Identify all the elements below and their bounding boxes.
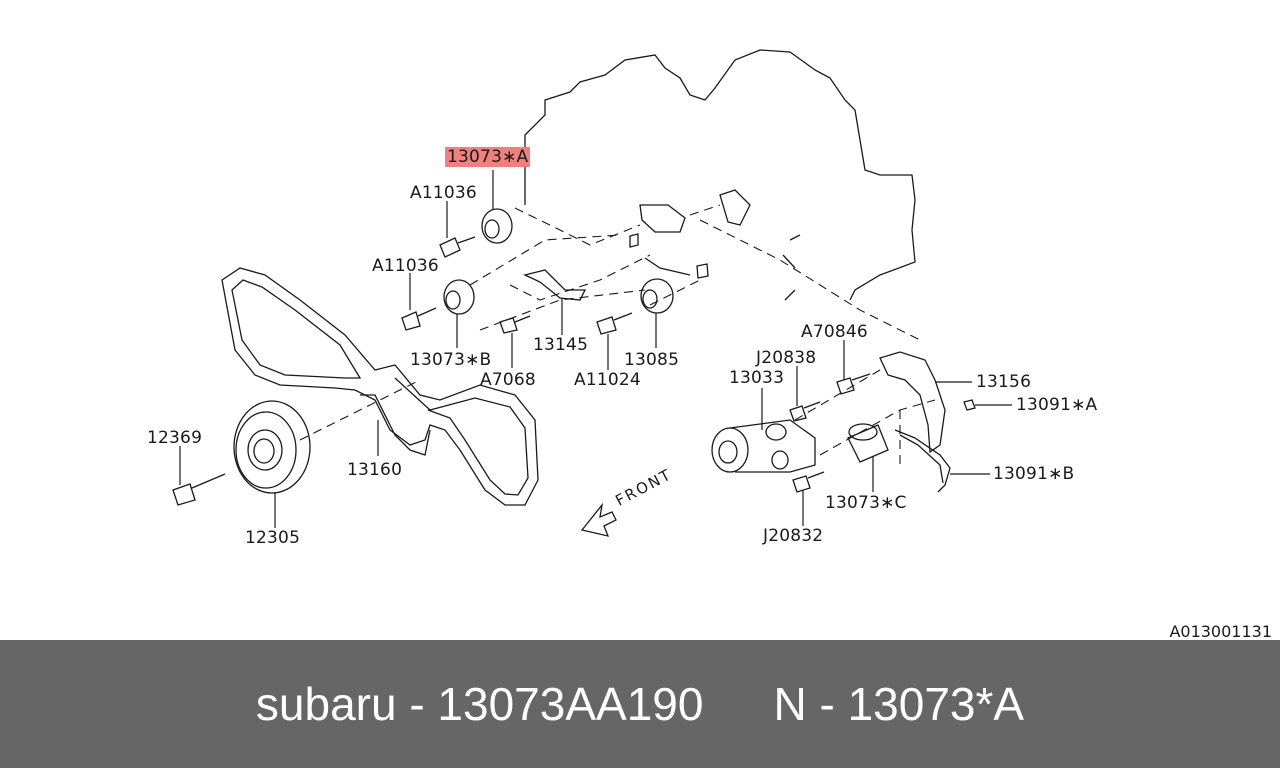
footer-banner: subaru - 13073AA190 N - 13073*A: [0, 640, 1280, 768]
callout-13160[interactable]: 13160: [347, 460, 403, 480]
diagram-drawing: [172, 49, 1012, 537]
callout-13073-b[interactable]: 13073∗B: [410, 350, 492, 370]
callout-j20838[interactable]: J20838: [756, 348, 817, 368]
callout-12305[interactable]: 12305: [245, 528, 301, 548]
callout-13085[interactable]: 13085: [624, 350, 680, 370]
callout-a11036-upper[interactable]: A11036: [410, 183, 477, 203]
callout-a70846[interactable]: A70846: [801, 322, 868, 342]
footer-reference: N - 13073*A: [773, 678, 1025, 730]
callout-12369[interactable]: 12369: [147, 428, 203, 448]
callout-j20832[interactable]: J20832: [763, 526, 824, 546]
footer-text: subaru - 13073AA190 N - 13073*A: [256, 677, 1024, 731]
callout-13091-a[interactable]: 13091∗A: [1016, 395, 1098, 415]
footer-part-number: subaru - 13073AA190: [255, 678, 704, 730]
callout-13145[interactable]: 13145: [533, 335, 589, 355]
callout-a11036-lower[interactable]: A11036: [372, 256, 439, 276]
callout-13156[interactable]: 13156: [976, 372, 1032, 392]
parts-diagram: 13073∗A A11036 A11036 13073∗B A7068 1314…: [147, 49, 1272, 641]
callout-a11024[interactable]: A11024: [574, 370, 641, 390]
callout-13073-a[interactable]: 13073∗A: [445, 147, 531, 167]
callout-a7068[interactable]: A7068: [480, 370, 536, 390]
callout-13073-c[interactable]: 13073∗C: [825, 493, 907, 513]
diagram-code: A013001131: [1169, 622, 1272, 641]
callout-13033[interactable]: 13033: [729, 368, 785, 388]
callout-13091-b[interactable]: 13091∗B: [993, 464, 1075, 484]
